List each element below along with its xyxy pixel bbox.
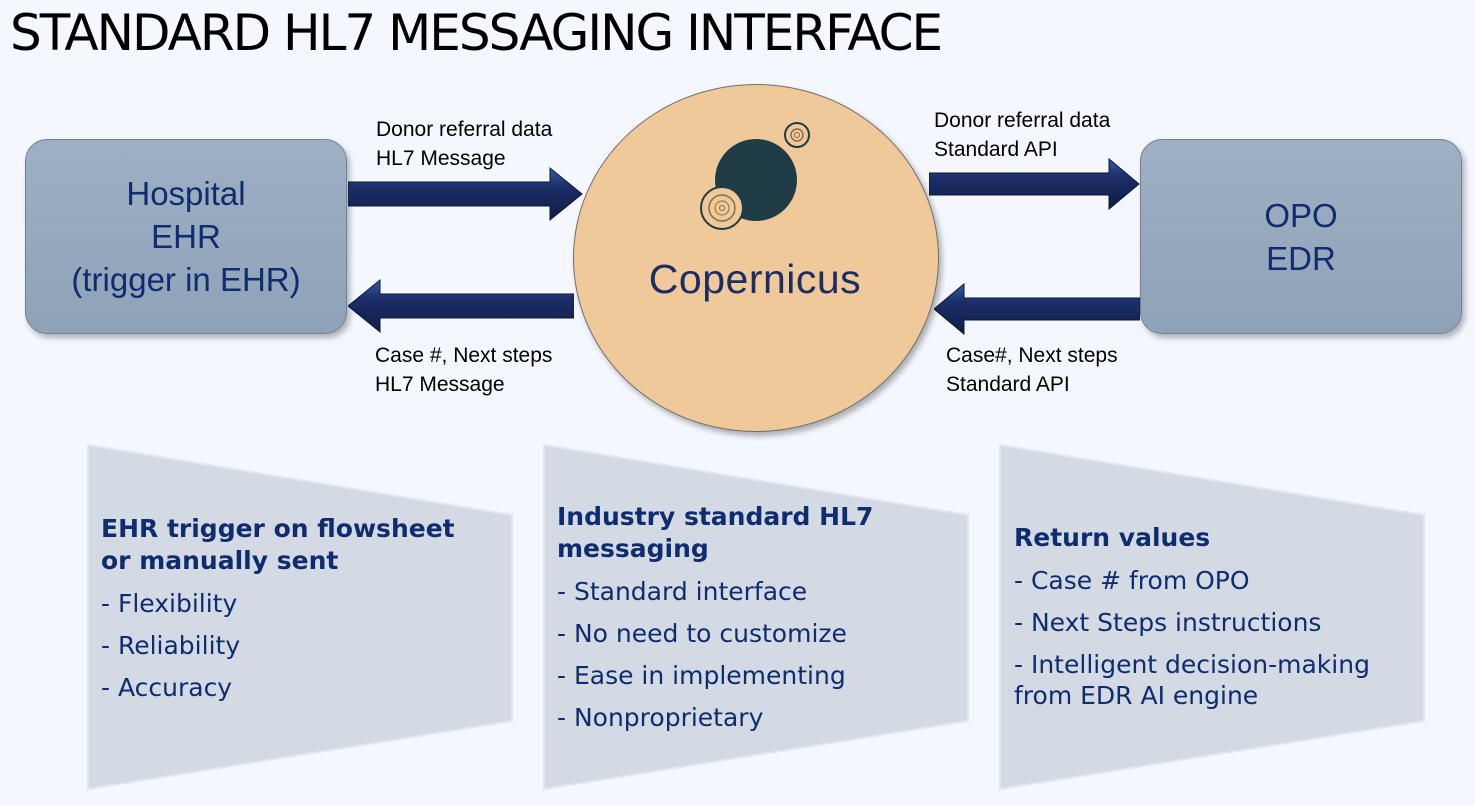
flow-label-line: Standard API xyxy=(934,138,1058,161)
trigger-label: (trigger in EHR) xyxy=(71,261,301,298)
flow-label-line: Case#, Next steps xyxy=(946,344,1118,367)
flow-label-line: Standard API xyxy=(946,373,1070,396)
panel-item: - Nonproprietary xyxy=(557,703,764,732)
panel-item: - Accuracy xyxy=(101,673,233,702)
panel-item: - No need to customize xyxy=(557,619,847,648)
arrow-hospital-to-copernicus xyxy=(348,166,583,222)
panel-industry-standard: Industry standard HL7 messaging - Standa… xyxy=(557,501,917,733)
panel-item: - Reliability xyxy=(101,631,241,660)
panel-item: - Next Steps instructions xyxy=(1014,608,1322,637)
flow-label-hospital-to-copernicus: Donor referral data HL7 Message xyxy=(376,115,552,173)
panel-shape-hl7 xyxy=(543,443,969,791)
slide-title: STANDARD HL7 MESSAGING INTERFACE xyxy=(10,4,943,62)
opo-edr-box: OPO EDR xyxy=(1140,139,1462,334)
flow-label-line: HL7 Message xyxy=(375,373,505,396)
panel-shape-ehr xyxy=(87,443,513,791)
flow-label-line: Case #, Next steps xyxy=(375,344,553,367)
arrow-opo-to-copernicus xyxy=(934,282,1140,336)
panel-item: - Flexibility xyxy=(101,589,238,618)
panel-item: - Standard interface xyxy=(557,577,808,606)
hospital-label: Hospital xyxy=(126,175,246,212)
copernicus-label: Copernicus xyxy=(648,256,862,302)
panel-item: - Case # from OPO xyxy=(1014,566,1250,595)
flow-label-opo-to-copernicus: Case#, Next steps Standard API xyxy=(946,341,1118,399)
ehr-label: EHR xyxy=(151,218,221,255)
opo-label: OPO xyxy=(1264,196,1338,234)
copernicus-logo-icon xyxy=(700,122,810,230)
flow-label-line: HL7 Message xyxy=(376,147,506,170)
flow-label-copernicus-to-opo: Donor referral data Standard API xyxy=(934,106,1110,164)
panel-heading: Return values xyxy=(1014,523,1211,552)
panel-item: - Ease in implementing xyxy=(557,661,846,690)
panel-ehr-trigger: EHR trigger on flowsheet or manually sen… xyxy=(101,513,481,703)
panel-item: - Intelligent decision-making from EDR A… xyxy=(1014,650,1370,710)
flow-label-line: Donor referral data xyxy=(934,109,1111,132)
panel-heading: Industry standard HL7 messaging xyxy=(557,502,874,563)
arrow-copernicus-to-opo xyxy=(929,157,1140,211)
flow-label-line: Donor referral data xyxy=(376,118,553,141)
edr-label: EDR xyxy=(1266,239,1336,277)
flow-label-copernicus-to-hospital: Case #, Next steps HL7 Message xyxy=(375,341,552,399)
panel-shape-return xyxy=(999,443,1425,791)
hospital-ehr-box: Hospital EHR (trigger in EHR) xyxy=(25,139,347,334)
panel-return-values: Return values - Case # from OPO - Next S… xyxy=(1014,522,1409,711)
arrow-copernicus-to-hospital xyxy=(348,278,574,334)
panel-heading: EHR trigger on flowsheet or manually sen… xyxy=(101,514,455,575)
